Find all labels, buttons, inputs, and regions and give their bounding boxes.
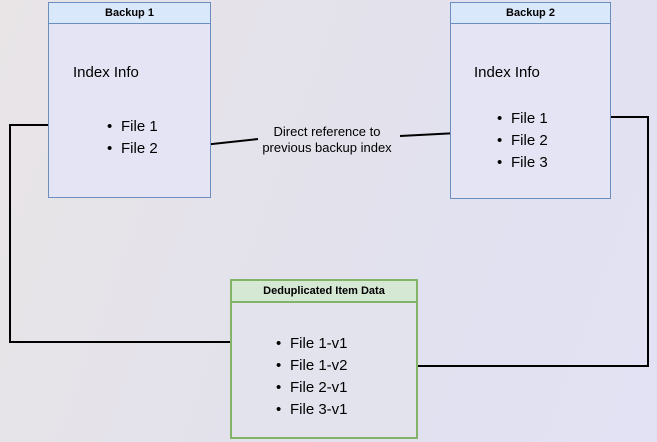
dedup-item-list: File 1-v1 File 1-v2 File 2-v1 File 3-v1 xyxy=(274,333,348,421)
node-deduplicated-item-data[interactable]: Deduplicated Item Data File 1-v1 File 1-… xyxy=(230,279,418,439)
node-deduplicated-item-data-header: Deduplicated Item Data xyxy=(232,281,416,303)
backup-2-index-info-label: Index Info xyxy=(474,64,540,81)
backup-1-index-info-label: Index Info xyxy=(73,64,139,81)
list-item: File 2 xyxy=(105,138,158,160)
list-item: File 1 xyxy=(495,108,548,130)
list-item: File 1-v2 xyxy=(274,355,348,377)
list-item: File 2 xyxy=(495,130,548,152)
list-item: File 3-v1 xyxy=(274,399,348,421)
node-backup-1[interactable]: Backup 1 Index Info File 1 File 2 xyxy=(48,2,211,198)
edge-label-line-1: Direct reference to xyxy=(273,124,381,139)
list-item: File 3 xyxy=(495,152,548,174)
node-backup-2[interactable]: Backup 2 Index Info File 1 File 2 File 3 xyxy=(450,2,611,199)
node-backup-2-body: Index Info File 1 File 2 File 3 xyxy=(451,24,610,198)
node-backup-2-header: Backup 2 xyxy=(451,3,610,24)
edge-label-direct-reference: Direct reference to previous backup inde… xyxy=(253,124,401,156)
list-item: File 1-v1 xyxy=(274,333,348,355)
list-item: File 2-v1 xyxy=(274,377,348,399)
edge-label-line-2: previous backup index xyxy=(262,140,392,155)
backup-2-item-list: File 1 File 2 File 3 xyxy=(495,108,548,174)
backup-1-item-list: File 1 File 2 xyxy=(105,116,158,160)
node-backup-1-header: Backup 1 xyxy=(49,3,210,24)
node-backup-1-body: Index Info File 1 File 2 xyxy=(49,24,210,197)
list-item: File 1 xyxy=(105,116,158,138)
node-deduplicated-item-data-body: File 1-v1 File 1-v2 File 2-v1 File 3-v1 xyxy=(232,303,416,437)
